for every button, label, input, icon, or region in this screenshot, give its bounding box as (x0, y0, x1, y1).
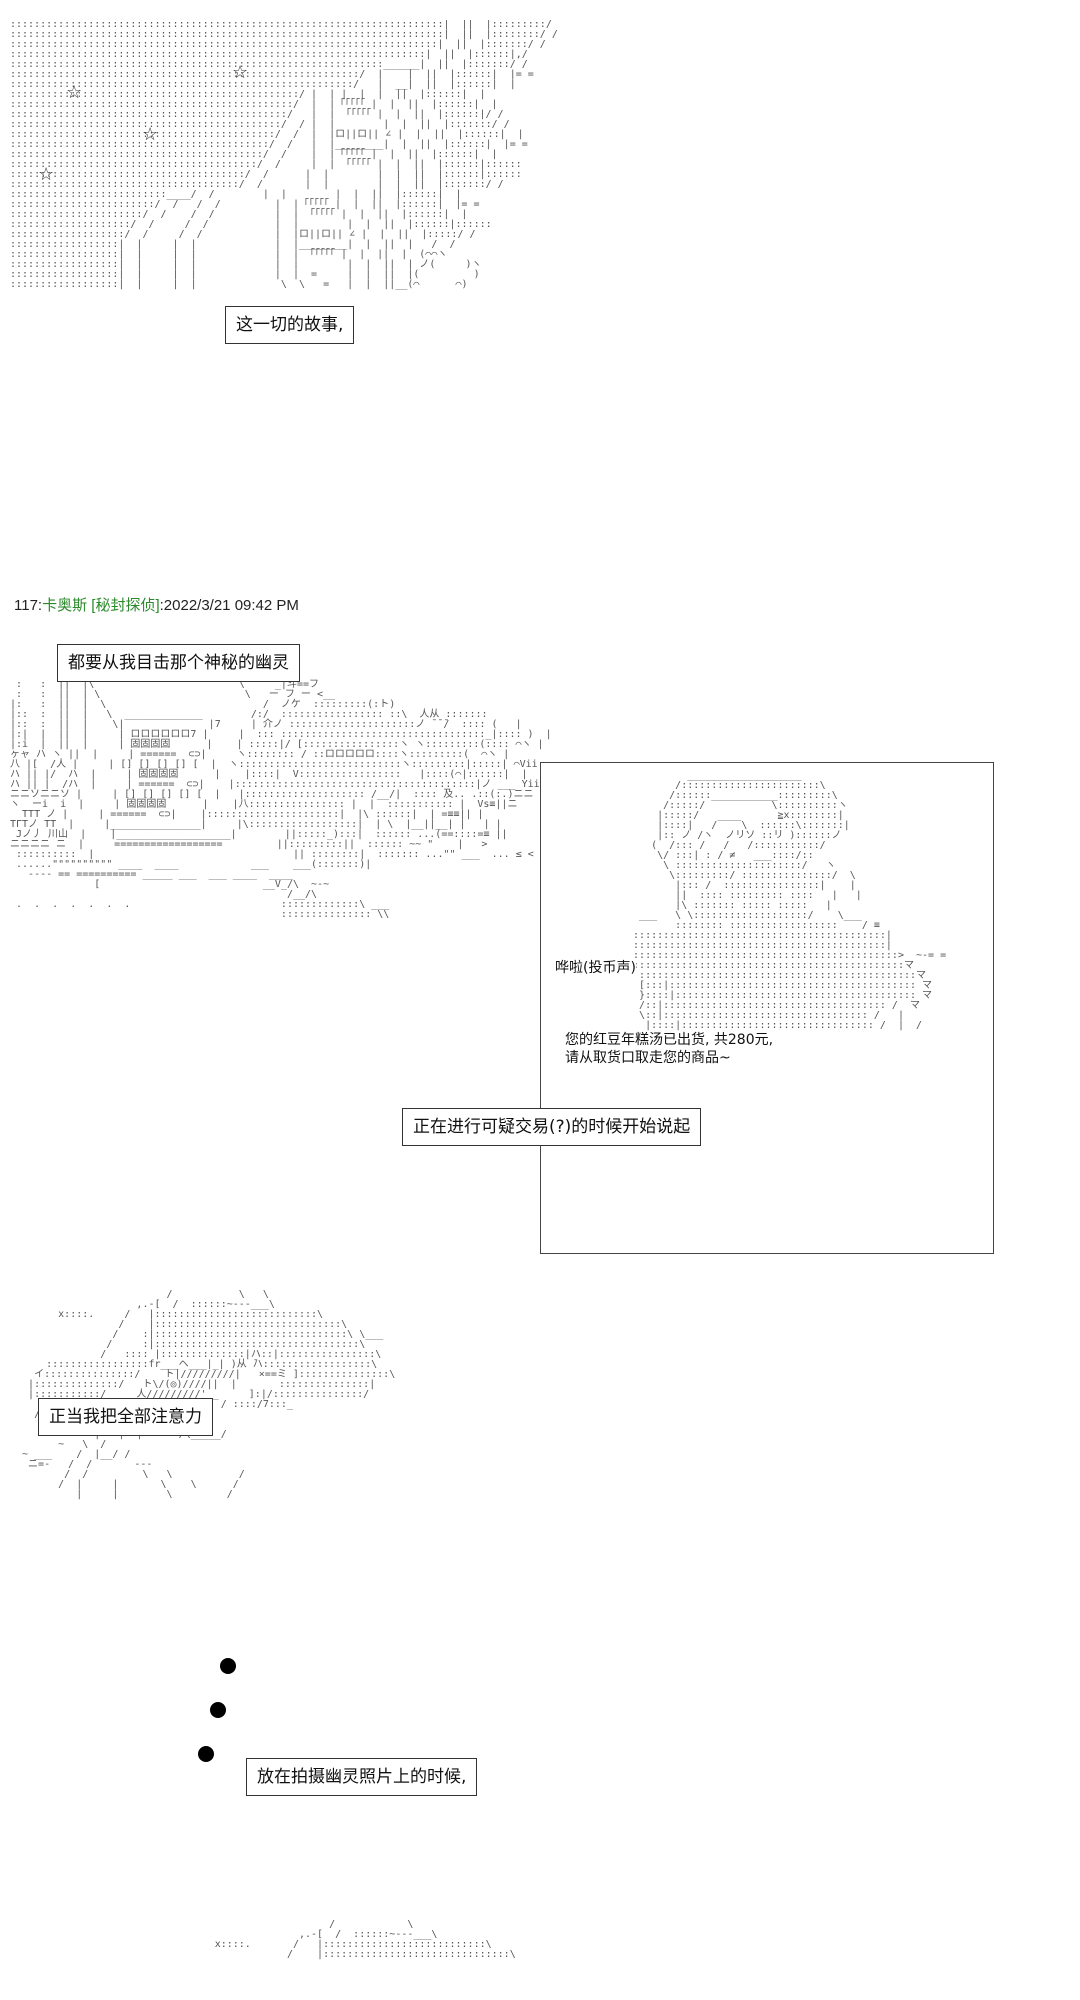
post-separator: : (37, 597, 43, 614)
caption-box: 这一切的故事, (225, 306, 355, 344)
post-author-name[interactable]: 卡奥斯 (42, 597, 88, 614)
post-number: 117 (14, 597, 38, 614)
panel-city-skyline: ::::::::::::::::::::::::::::::::::::::::… (10, 20, 560, 575)
ascii-art-skyline: ::::::::::::::::::::::::::::::::::::::::… (10, 20, 558, 290)
vending-machine-dialog: 您的红豆年糕汤已出货, 共280元, 请从取货口取走您的商品~ (565, 1031, 774, 1067)
post-author-trip: [秘封探侦] (91, 597, 160, 614)
caption-box-bottom: 正在进行可疑交易(?)的时候开始说起 (402, 1108, 702, 1146)
star-icon: ☆ (66, 82, 83, 103)
star-icon: ☆ (142, 124, 159, 145)
ascii-art-ghost: ___________________ /:::::::::::::::::::… (633, 770, 947, 1031)
post-datetime: :2022/3/21 09:42 PM (159, 597, 299, 614)
panel-ghost-photo: / \ \ ,.-[ / ::::::~---___\ x::::. / |::… (10, 1290, 1070, 1810)
ellipsis-dot (220, 1658, 236, 1674)
panel-partial-bottom: / \ ,.-[ / ::::::~---___\ x::::. / |::::… (10, 1920, 1070, 2000)
star-icon: ☆ (232, 62, 249, 83)
caption-box-top: 都要从我目击那个神秘的幽灵 (57, 644, 300, 682)
panel-vending-machine: : : || |\ \ _|斗==フ : : || | \ \ ー フ ー <_… (10, 640, 1070, 1260)
ellipsis-dot (198, 1746, 214, 1762)
post-header: 117:卡奥斯 [秘封探侦]:2022/3/21 09:42 PM (14, 594, 299, 615)
star-icon: ☆ (38, 164, 55, 185)
caption-box-top: 正当我把全部注意力 (38, 1398, 213, 1436)
inset-frame-ghost: ___________________ /:::::::::::::::::::… (540, 762, 994, 1254)
ascii-art-partial: / \ ,.-[ / ::::::~---___\ x::::. / |::::… (214, 1920, 516, 1960)
sfx-coin-sound: 哗啦(投币声) (555, 959, 636, 977)
ascii-art-vending-machine: : : || |\ \ _|斗==フ : : || | \ \ ー フ ー <_… (10, 679, 552, 920)
ellipsis-dot (210, 1702, 226, 1718)
caption-box-bottom: 放在拍摄幽灵照片上的时候, (246, 1758, 478, 1796)
